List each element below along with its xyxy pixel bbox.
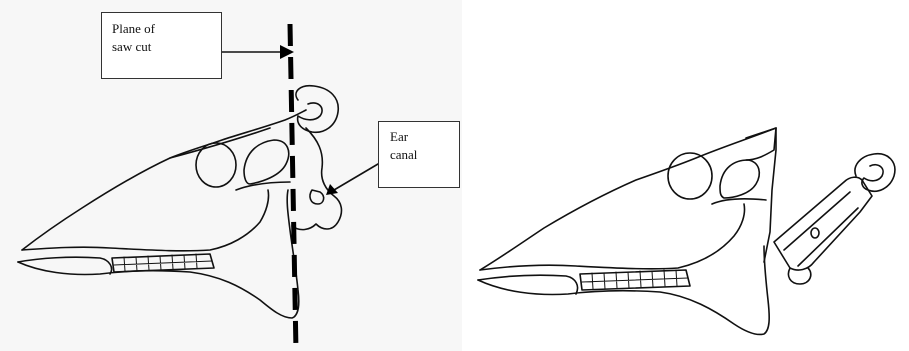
saw-cut-line: [290, 24, 296, 351]
ear-canal-arrow: [334, 164, 378, 190]
cut-top-flap: [746, 128, 776, 160]
temporal-fossa: [244, 140, 289, 184]
detached-occipital-piece: [774, 177, 872, 270]
zygomatic-arch: [236, 182, 290, 190]
cut-temporal-fossa: [720, 160, 759, 198]
horn: [296, 86, 338, 133]
cut-maxilla-edge: [480, 204, 745, 270]
saw-cut-arrowhead: [280, 45, 294, 59]
mandible: [18, 190, 299, 318]
incisor: [18, 257, 112, 274]
detached-horn: [855, 154, 895, 191]
orbit: [196, 143, 236, 187]
maxilla-edge: [22, 190, 269, 251]
intact-skull-panel: Plane of saw cut Ear canal: [0, 0, 462, 351]
occipital-region: [292, 128, 341, 230]
detached-ear-hole: [811, 228, 819, 238]
cut-mandible: [478, 246, 769, 335]
cut-zygomatic-arch: [712, 199, 766, 204]
ear-canal-label: Ear canal: [390, 128, 417, 164]
ear-region: [310, 190, 324, 204]
saw-cut-label: Plane of saw cut: [112, 20, 155, 56]
cut-skull-drawing: [464, 0, 909, 351]
cut-skull-panel: [464, 0, 909, 351]
cut-incisor: [478, 275, 578, 294]
